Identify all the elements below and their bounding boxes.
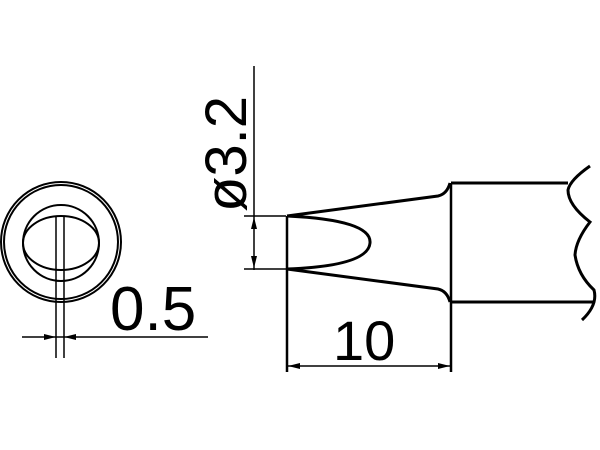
break-line [566, 164, 597, 322]
outer-circle [0, 181, 122, 303]
tip-bevel-curve [286, 214, 372, 271]
outer-circle-inner-ring [3, 184, 119, 300]
side-view [244, 66, 597, 372]
arrow-right-10 [438, 363, 450, 369]
arrow-up-32 [251, 217, 257, 229]
arrow-left-10 [288, 363, 300, 369]
taper-bottom [286, 267, 452, 303]
end-view [0, 181, 208, 358]
dim-label-diameter: ø3.2 [194, 96, 259, 212]
arrow-down-32 [251, 256, 257, 268]
tip-ellipse [22, 215, 100, 271]
arrow-right-05 [64, 334, 76, 340]
dim-label-05: 0.5 [110, 275, 196, 344]
arrow-left-05 [44, 334, 56, 340]
taper-top [286, 182, 452, 218]
dim-label-10: 10 [333, 309, 395, 372]
